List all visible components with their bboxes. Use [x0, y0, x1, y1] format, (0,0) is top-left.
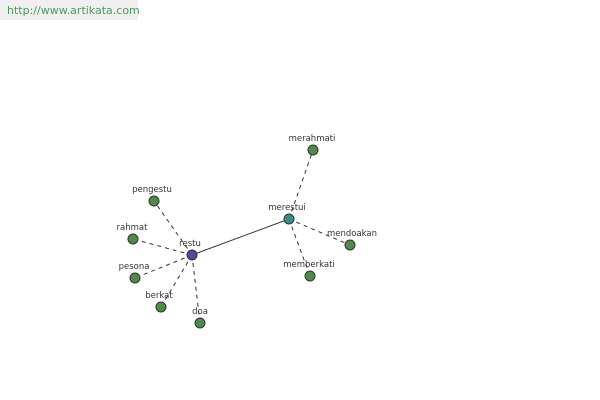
node-doa[interactable] — [194, 317, 206, 329]
node-label-rahmat[interactable]: rahmat — [117, 223, 149, 233]
edge-merestui-mendoakan — [288, 218, 351, 246]
node-merestui[interactable] — [283, 213, 295, 225]
node-mendoakan[interactable] — [344, 239, 356, 251]
node-pengestu[interactable] — [148, 195, 160, 207]
node-label-memberkati[interactable]: memberkati — [283, 260, 335, 270]
node-label-pesona[interactable]: pesona — [119, 262, 150, 272]
node-label-mendoakan[interactable]: mendoakan — [327, 229, 377, 239]
node-rahmat[interactable] — [127, 233, 139, 245]
edge-merestui-memberkati — [288, 218, 311, 277]
edge-restu-berkat — [160, 254, 193, 308]
node-label-doa[interactable]: doa — [192, 307, 208, 317]
labels-layer: restu merestui pengestu rahmat pesona berkat d… — [117, 134, 378, 317]
edge-restu-doa — [191, 254, 201, 324]
node-berkat[interactable] — [155, 301, 167, 313]
node-merahmati[interactable] — [307, 144, 319, 156]
node-label-restu[interactable]: restu — [179, 239, 201, 249]
node-label-merestui[interactable]: merestui — [268, 203, 306, 213]
nodes-layer — [127, 144, 356, 329]
node-label-berkat[interactable]: berkat — [145, 291, 173, 301]
edges-layer — [132, 149, 351, 324]
edge-restu-pesona — [134, 254, 193, 279]
edge-restu-rahmat — [132, 238, 193, 256]
node-label-pengestu[interactable]: pengestu — [132, 185, 172, 195]
site-url-link[interactable]: http://www.artikata.com — [7, 4, 140, 17]
node-restu[interactable] — [186, 249, 198, 261]
url-banner: http://www.artikata.com — [0, 0, 140, 20]
edge-restu-merestui — [191, 218, 290, 256]
node-pesona[interactable] — [129, 272, 141, 284]
edge-restu-pengestu — [153, 200, 193, 256]
node-memberkati[interactable] — [304, 270, 316, 282]
node-label-merahmati[interactable]: merahmati — [289, 134, 336, 144]
